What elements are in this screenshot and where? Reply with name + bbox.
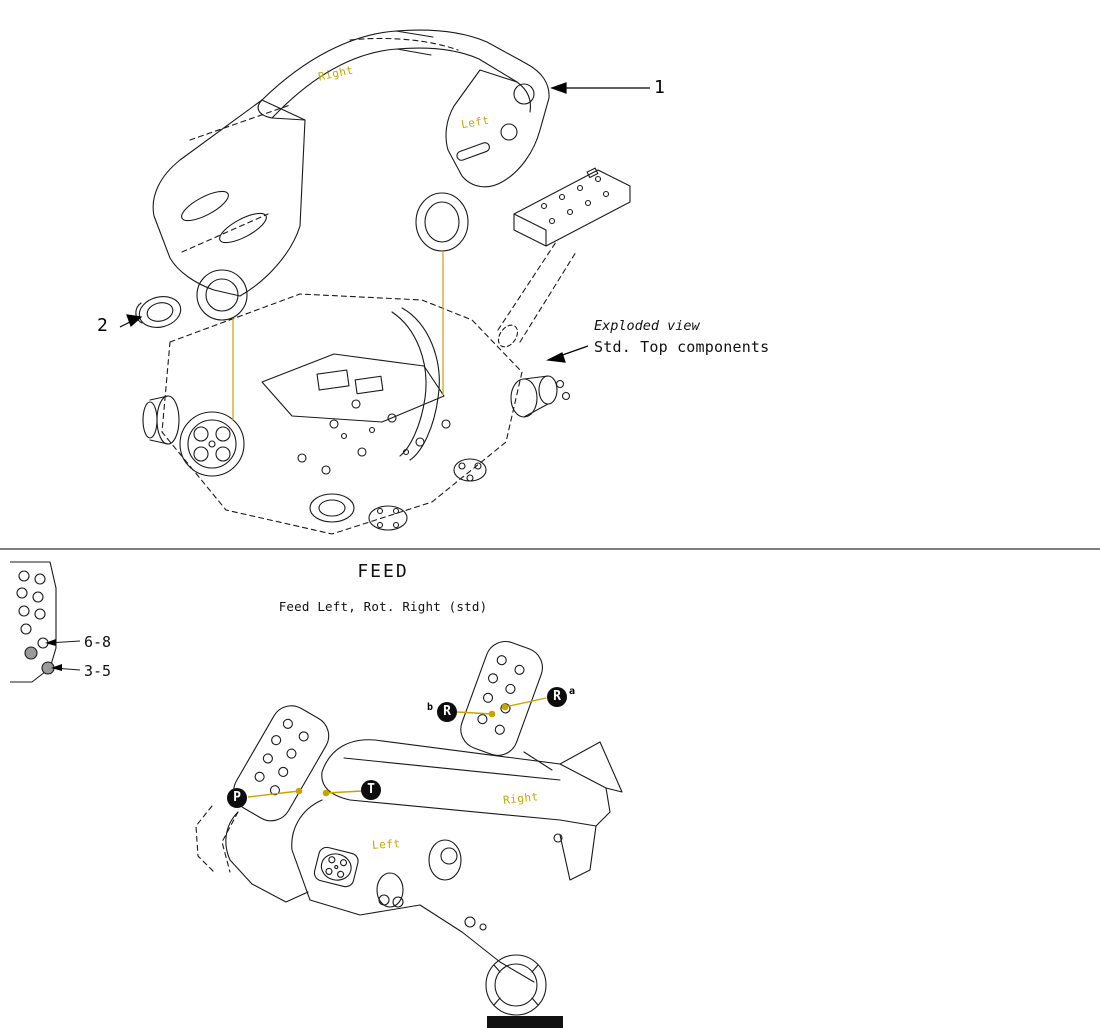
port-leader-lines xyxy=(247,697,547,798)
callout-1-label: 1 xyxy=(654,77,665,98)
port-badge-pressure-letter: P xyxy=(233,790,241,805)
exploded-view-drawing xyxy=(135,29,631,535)
caption-italic: Exploded view xyxy=(594,318,700,334)
alignment-leader-lines xyxy=(232,252,444,420)
port-badge-rotation-b-prefix: b xyxy=(427,702,434,713)
port-badge-rotation-b-letter: R xyxy=(443,704,451,719)
callout-leaders xyxy=(119,82,650,363)
exploded-view-caption: Exploded view Std. Top components xyxy=(594,317,769,358)
callout-2-label: 2 xyxy=(97,315,108,336)
legend-plate-drawing xyxy=(10,561,81,683)
feed-section-subtitle: Feed Left, Rot. Right (std) xyxy=(278,599,488,614)
caption-main: Std. Top components xyxy=(594,337,770,356)
feed-section-title: FEED xyxy=(357,561,409,582)
port-badge-pressure: P xyxy=(227,788,247,808)
port-badge-rotation-a-suffix: a xyxy=(569,686,576,697)
port-badge-rotation-b: R xyxy=(437,702,457,722)
legend-label-lower: 3-5 xyxy=(84,662,112,680)
port-badge-tank-letter: T xyxy=(367,782,375,797)
orientation-label-left-bottom: Left xyxy=(371,837,401,852)
legend-label-upper: 6-8 xyxy=(84,633,112,651)
feed-drawing xyxy=(195,641,623,1028)
ring-part-drawing xyxy=(135,296,182,328)
port-badge-tank: T xyxy=(361,780,381,800)
port-badge-rotation-a-letter: R xyxy=(553,689,561,704)
port-badge-rotation-a: R xyxy=(547,687,567,707)
